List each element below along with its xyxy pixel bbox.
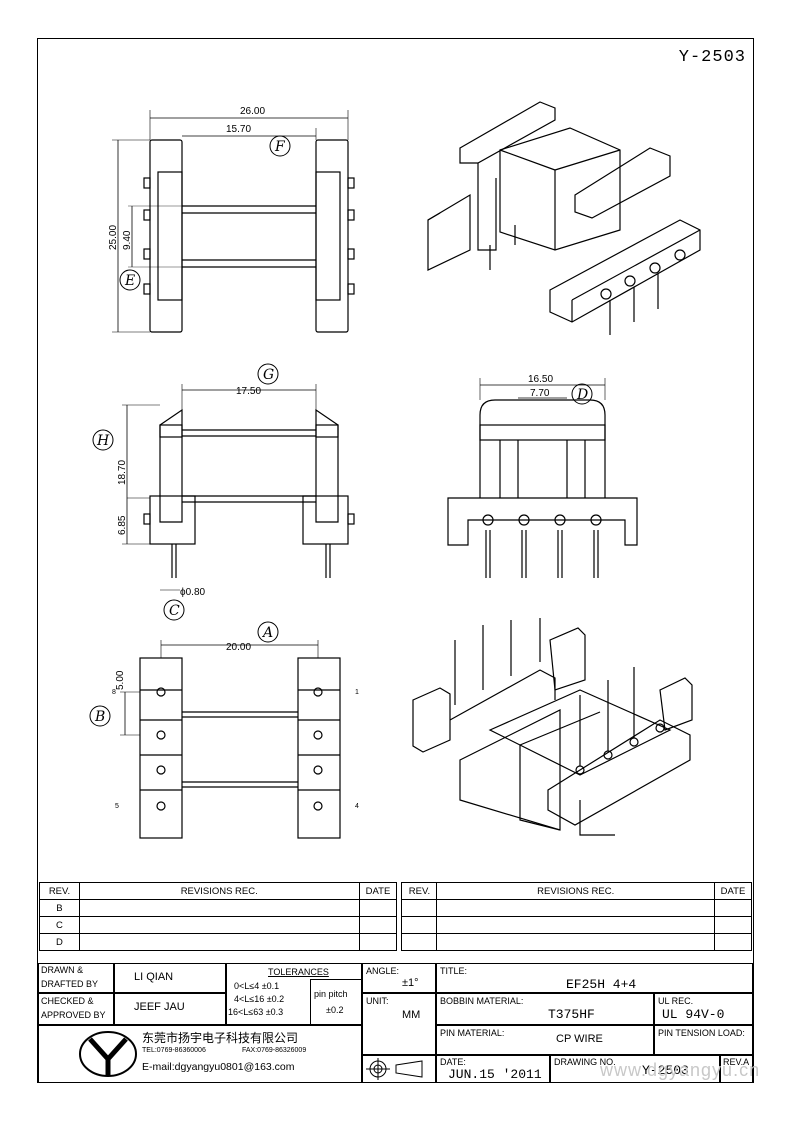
dim-1650: 16.50 [528,374,553,385]
label-h: H [96,433,110,449]
dim-940: 9.40 [122,230,133,250]
iso-view-bottom [412,618,693,836]
dim-685: 6.85 [117,515,128,535]
rev-header-2: REV. [401,882,438,900]
bottom-view [120,640,341,839]
ul-rec-label: UL REC. [658,996,694,1006]
title-value: EF25H 4+4 [566,977,637,992]
tol-2: 4<L≤16 ±0.2 [234,994,285,1004]
angle-label: ANGLE: [366,966,400,976]
dim-1870: 18.70 [117,460,128,485]
unit-label: UNIT: [366,996,389,1006]
drawn-label-1: DRAWN & [41,965,84,975]
iso-view-top [427,101,701,335]
label-g: G [263,367,274,383]
drawn-label-2: DRAFTED BY [41,979,99,989]
drawing-no-label: DRAWING NO. [554,1057,616,1067]
pin-pitch-label: pin pitch [314,989,348,999]
company-logo-icon [79,1031,137,1077]
label-e: E [124,273,135,289]
drawing-no-value: Y-2503 [642,1063,689,1078]
pin-label-4: 4 [355,803,359,810]
pin-tension-label: PIN TENSION LOAD: [658,1028,745,1038]
company-email: E-mail:dgyangyu0801@163.com [142,1061,295,1073]
bobbin-material-label: BOBBIN MATERIAL: [440,996,524,1006]
label-c: C [169,603,180,619]
side-view [447,378,638,578]
checked-label-1: CHECKED & [41,996,94,1006]
dim-770: 7.70 [530,388,550,399]
dim-500: 5.00 [115,670,126,690]
angle-value: ±1° [402,977,419,989]
title-label: TITLE: [440,966,468,976]
pin-label-1: 1 [355,689,359,696]
rev-row-d: D [39,933,80,951]
pin-material-label: PIN MATERIAL: [440,1028,505,1038]
label-a: A [261,625,273,641]
rev-date-header: DATE [358,882,398,900]
rev-value: REV.A [723,1057,750,1067]
date-label: DATE: [440,1057,466,1067]
ul-rec-value: UL 94V-0 [662,1007,725,1022]
tol-3: 16<L≤63 ±0.3 [228,1007,284,1017]
company-tel: TEL:0769-86360006 [142,1047,206,1054]
dim-26: 26.00 [240,106,265,117]
rev-row-c: C [39,916,80,934]
front-view [122,384,355,591]
title-block: DRAWN & DRAFTED BY LI QIAN CHECKED & APP… [38,963,753,1083]
rev-row-b: B [39,899,80,917]
dim-pin-dia: ϕ0.80 [180,587,206,598]
rev-date-header-2: DATE [713,882,753,900]
rev-rec-header-2: REVISIONS REC. [436,882,715,900]
checked-label-2: APPROVED BY [41,1010,106,1020]
pin-pitch-value: ±0.2 [326,1005,344,1015]
pin-label-8: 8 [112,689,116,696]
watermark: www.dgyangyu.cn [600,1060,761,1080]
rev-header: REV. [39,882,80,900]
label-d: D [576,387,588,403]
dim-1750: 17.50 [236,386,261,397]
label-f: F [274,139,286,155]
dim-2500: 25.00 [108,225,119,250]
dim-2000: 20.00 [226,642,251,653]
drawn-by-value: LI QIAN [134,971,174,983]
unit-value: MM [402,1009,421,1021]
label-b: B [94,709,105,725]
tolerances-label: TOLERANCES [268,967,329,977]
top-view [112,110,355,333]
tol-1: 0<L≤4 ±0.1 [234,981,280,991]
rev-rec-header: REVISIONS REC. [78,882,360,900]
company-fax: FAX:0769-86326009 [242,1047,307,1054]
pin-label-5: 5 [115,803,119,810]
pin-material-value: CP WIRE [556,1033,603,1045]
company-name: 东莞市扬宇电子科技有限公司 [142,1031,299,1045]
projection-symbol-icon [366,1058,423,1080]
dim-1570: 15.70 [226,124,251,135]
drawing-number-top: Y-2503 [678,48,746,67]
date-value: JUN.15 '2011 [448,1067,542,1082]
bobbin-material-value: T375HF [548,1007,595,1022]
revision-table: REV. REVISIONS REC. DATE REV. REVISIONS … [39,882,753,951]
checked-by-value: JEEF JAU [134,1001,185,1013]
